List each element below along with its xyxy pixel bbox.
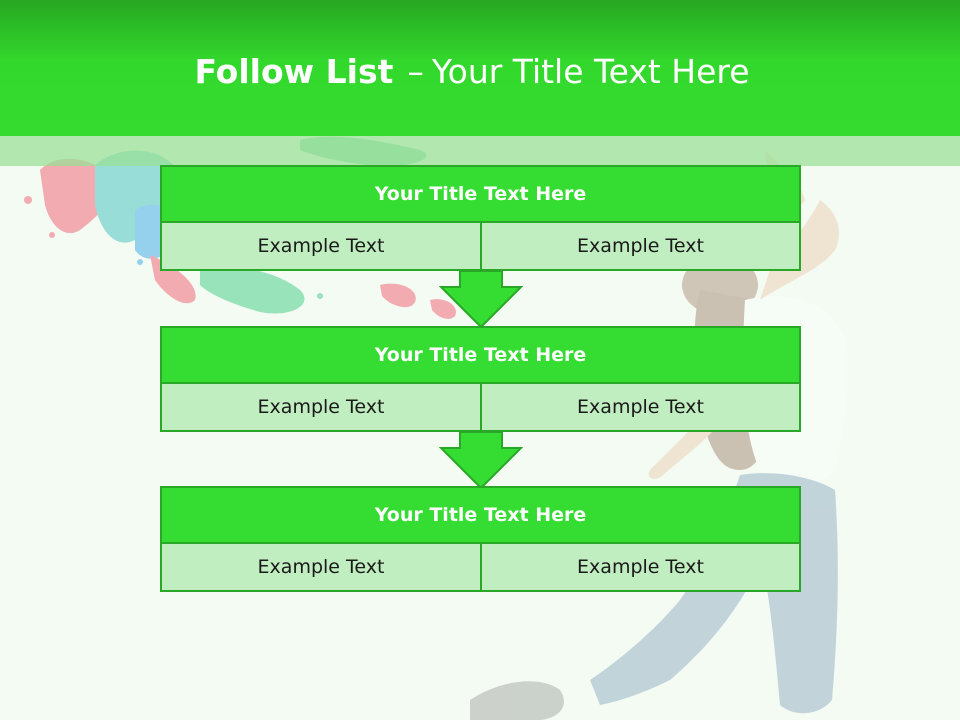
title-dash: – bbox=[407, 52, 424, 91]
step-heading: Your Title Text Here bbox=[160, 165, 801, 223]
down-arrow-icon bbox=[439, 270, 523, 328]
header-accent-band bbox=[0, 136, 960, 166]
header-bar bbox=[0, 0, 960, 136]
step-cell-left: Example Text bbox=[160, 221, 482, 271]
step-cell-left: Example Text bbox=[160, 542, 482, 592]
step-heading: Your Title Text Here bbox=[160, 486, 801, 544]
step-heading: Your Title Text Here bbox=[160, 326, 801, 384]
down-arrow-icon bbox=[439, 431, 523, 489]
step-cell-right: Example Text bbox=[480, 542, 801, 592]
step-cell-right: Example Text bbox=[480, 221, 801, 271]
slide-title: Follow List–Your Title Text Here bbox=[0, 52, 944, 91]
step-cell-left: Example Text bbox=[160, 382, 482, 432]
step-cell-right: Example Text bbox=[480, 382, 801, 432]
title-rest: Your Title Text Here bbox=[431, 52, 750, 91]
title-strong: Follow List bbox=[194, 52, 394, 91]
